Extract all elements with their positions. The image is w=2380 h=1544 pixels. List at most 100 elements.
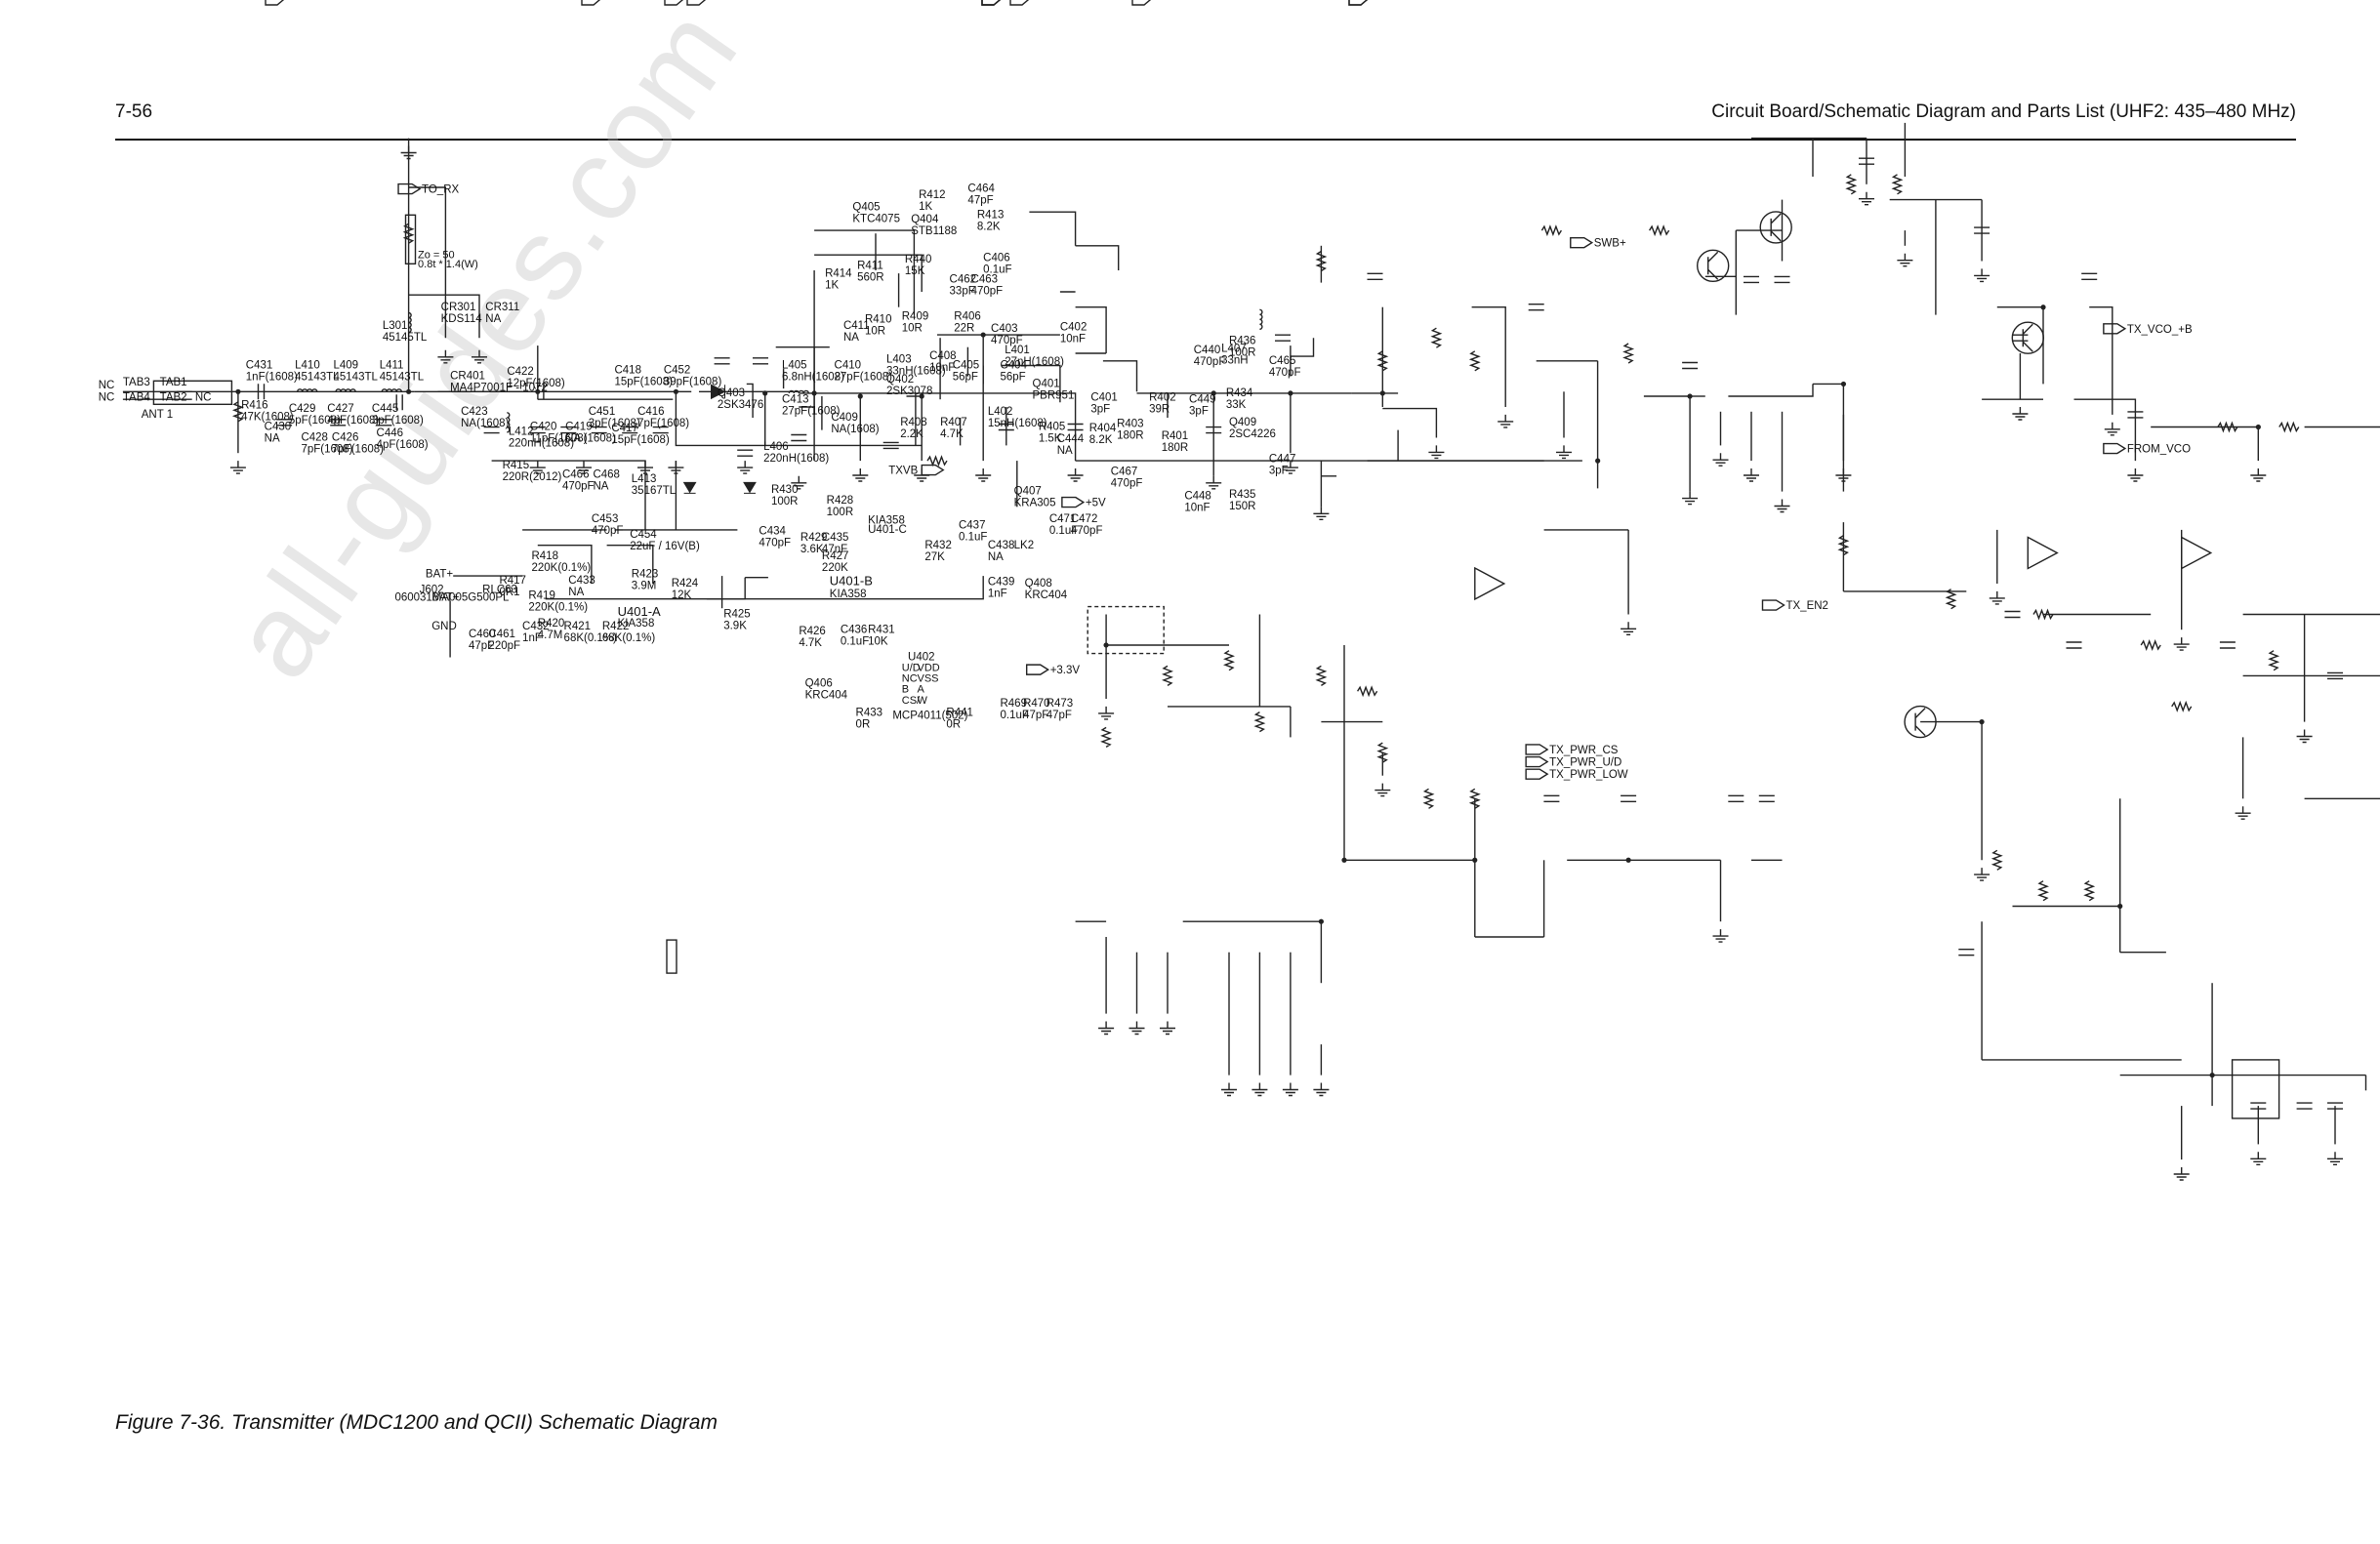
ref-l403: L403 [886, 353, 912, 365]
ref-r470: R470 [1023, 698, 1050, 710]
value-c406: 0.1uF [983, 264, 1011, 276]
u401b-name: U401-B [830, 574, 873, 589]
value-r436: 100R [1229, 347, 1256, 359]
ref-c416: C416 [637, 406, 665, 418]
value-c419: NA (1608) [565, 433, 616, 445]
ref-r423: R423 [632, 569, 659, 581]
ref-cr301: CR301 [441, 302, 476, 313]
ref-c467: C467 [1111, 466, 1138, 477]
port-to-rx-symbol [397, 183, 422, 195]
resistor-symbol [2171, 700, 2193, 712]
value-cr311: NA [485, 313, 501, 325]
junction-dot [1288, 390, 1293, 396]
capacitor-symbol [1067, 423, 1084, 431]
port-symbol [1348, 0, 1369, 6]
resistor-symbol [2217, 421, 2238, 433]
ref-c447: C447 [1269, 454, 1296, 466]
junction-dot [2255, 424, 2261, 430]
wire [606, 545, 654, 584]
capacitor-symbol [330, 419, 347, 427]
ground-symbol [1252, 1082, 1268, 1097]
value-c446: 4pF(1608) [377, 439, 429, 451]
value-c422: 12pF(1608) [507, 378, 565, 389]
capacitor-symbol [1367, 272, 1383, 280]
ground-symbol [975, 468, 992, 482]
resistor-symbol [926, 455, 948, 467]
capacitor-symbol [1974, 226, 1990, 234]
ref-c452: C452 [664, 364, 691, 376]
ref-c418: C418 [614, 364, 641, 376]
ground-symbol [1897, 253, 1913, 267]
ref-c422: C422 [507, 366, 534, 378]
capacitor-symbol [1543, 794, 1560, 802]
junction-dot [1341, 857, 1347, 863]
value-c401: 3pF [1090, 404, 1110, 416]
ground-symbol [1859, 191, 1874, 206]
resistor-symbol [1430, 327, 1443, 348]
ref-r415: R415 [503, 460, 530, 471]
value-r417: 0R1 [499, 587, 519, 598]
capacitor-symbol [395, 394, 403, 411]
capacitor-symbol [737, 449, 754, 457]
resistor-symbol [1376, 742, 1389, 763]
ref-r404: R404 [1089, 423, 1117, 434]
ref-r425: R425 [723, 609, 751, 621]
port-tx-pwr-low: TX_PWR_LOW [1549, 769, 1628, 781]
wire [408, 294, 480, 339]
ref-c431: C431 [246, 360, 272, 372]
value-c467: 470pF [1111, 477, 1143, 489]
port-5v: +5V [1086, 498, 1106, 509]
ref-r473: R473 [1046, 698, 1074, 710]
diode-symbol [711, 384, 726, 400]
ref-r413: R413 [977, 209, 1005, 221]
junction-dot [1211, 390, 1216, 396]
ground-symbol [529, 461, 546, 474]
capacitor-symbol [1958, 949, 1975, 956]
symbols [152, 0, 2343, 1181]
junction-dot [762, 390, 768, 396]
wire [2073, 398, 2137, 462]
value-r428: 100R [827, 507, 854, 518]
value-c416: 7pF(1608) [637, 418, 689, 429]
ground-symbol [1621, 622, 1637, 635]
ground-symbol [1206, 475, 1222, 490]
capacitor-symbol [276, 419, 293, 427]
junction-dot [919, 393, 924, 399]
ground-symbol [1774, 499, 1790, 513]
ground-symbol [2235, 806, 2251, 820]
value-l402: 15nH(1608) [988, 418, 1047, 429]
value-c454: 22uF / 16V(B) [630, 541, 700, 552]
u402-box [2231, 1059, 2280, 1119]
capacitor-symbol [791, 433, 807, 442]
resistor-symbol [1315, 665, 1328, 686]
u402-part: MCP4011(502) [892, 710, 967, 721]
ground-symbol [1282, 1082, 1298, 1097]
capacitor-symbol [483, 426, 500, 434]
ref-q404: Q404 [911, 214, 939, 225]
value-r409: 10R [902, 322, 923, 334]
ref-c409: C409 [831, 412, 858, 424]
value-c465: 470pF [1269, 367, 1301, 379]
ground-symbol [1712, 453, 1729, 467]
ground-symbol [852, 468, 869, 482]
wire [1290, 338, 1315, 357]
ground-symbol [2327, 1152, 2343, 1165]
value-r416: 47K(1608) [241, 412, 294, 424]
ref-c437: C437 [959, 519, 986, 531]
ground-symbol [1067, 468, 1084, 482]
value-c405: 56pF [953, 372, 978, 384]
value-l410: 45143TL [295, 372, 340, 384]
junction-dot [1840, 381, 1847, 387]
ground-symbol [472, 349, 487, 364]
wire [1075, 306, 1107, 353]
resistor-symbol [231, 401, 244, 423]
ground-symbol [1744, 468, 1759, 482]
value-l403: 33nH(1608) [886, 365, 946, 377]
u402-pin-left: CS/ [902, 695, 921, 707]
value-c449: 3pF [1189, 405, 1209, 417]
resistor-symbol [1649, 224, 1670, 237]
wire [1002, 364, 1061, 403]
labels: C4311nF(1608)R41647K(1608)L41045143TLL40… [99, 183, 2193, 781]
ref-cr401: CR401 [450, 371, 485, 383]
ref-c445: C445 [372, 403, 399, 415]
